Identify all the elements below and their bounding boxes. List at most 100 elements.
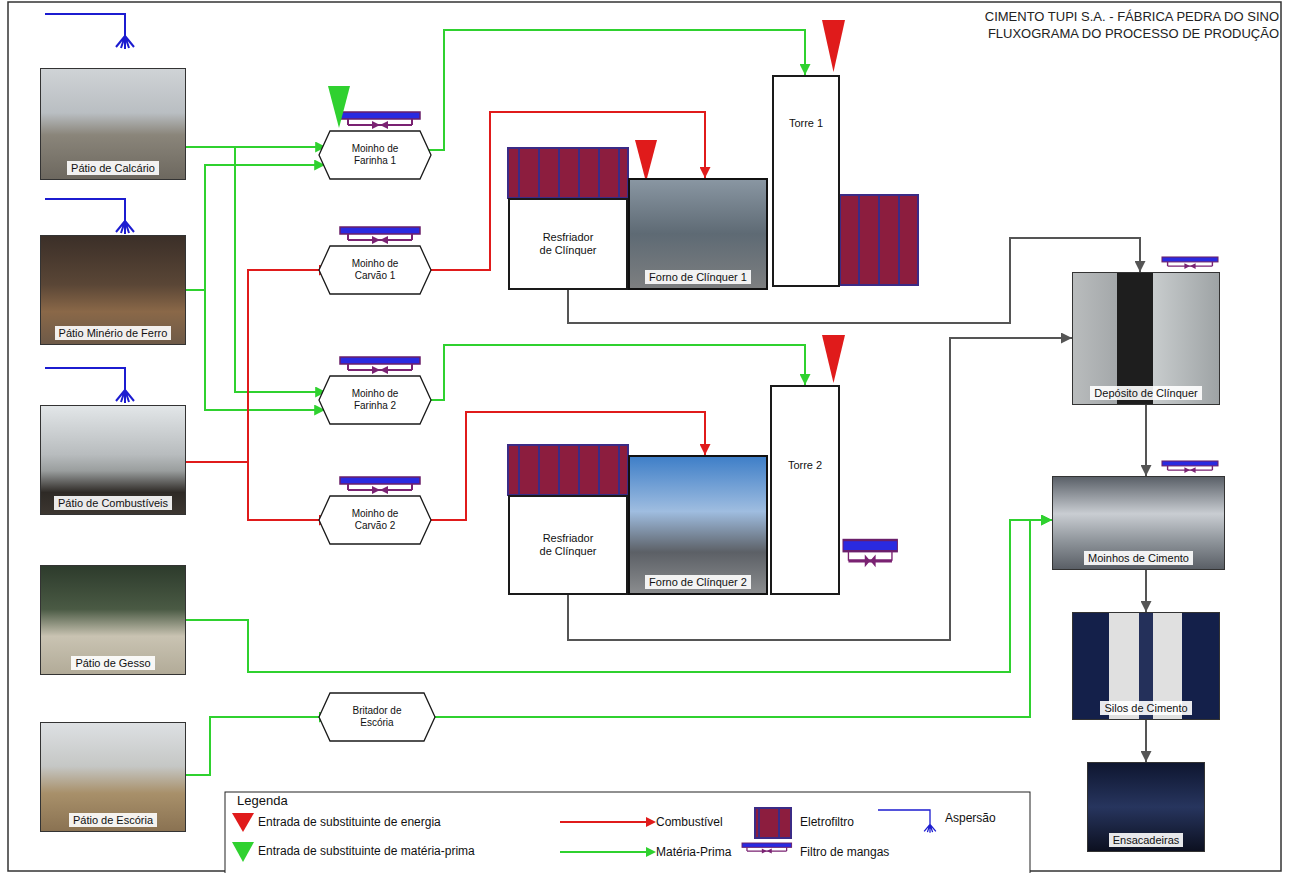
node-label: Moinho de Carvão 2	[337, 508, 413, 532]
legend-text: Eletrofiltro	[800, 815, 854, 829]
bag-filter-symbol	[340, 112, 420, 129]
label-holder: Britador de Escória	[339, 705, 415, 730]
clinker-store-photo: Depósito de Clínquer	[1072, 272, 1220, 405]
tower-box: Torre 1	[772, 75, 840, 287]
mill-hexagon: Moinho de Carvão 2	[318, 495, 432, 545]
bag-filter-symbol	[340, 357, 420, 374]
label-holder: Moinho de Farinha 2	[337, 388, 413, 413]
flow-connector	[1145, 570, 1147, 612]
label-holder: Torre 2	[772, 387, 838, 473]
bag-filter-symbol	[1162, 461, 1218, 473]
node-label: Britador de Escória	[339, 705, 415, 729]
node-label: Pátio de Escória	[69, 813, 157, 827]
label-holder: Pátio de Combustíveis	[41, 493, 185, 511]
legend-heading: Legenda	[237, 794, 288, 808]
node-label: Forno de Clínquer 1	[645, 270, 751, 284]
node-label: Moinho de Carvão 1	[337, 258, 413, 282]
node-label: Torre 2	[788, 459, 822, 472]
flow-connector	[186, 290, 325, 410]
legend-bag-filter	[742, 843, 792, 854]
yard-photo: Pátio de Calcário	[40, 68, 186, 180]
cement-mill-photo: Moinhos de Cimento	[1052, 476, 1225, 570]
label-holder: Resfriador de Clínquer	[537, 532, 599, 559]
bag-filter-symbol	[340, 477, 420, 494]
flow-connector	[186, 165, 325, 290]
kiln-photo: Forno de Clínquer 2	[628, 455, 768, 595]
hexagon-outline	[319, 376, 431, 424]
energy-input-triangle	[822, 335, 845, 383]
hexagon-outline	[319, 246, 431, 294]
node-label: Moinho de Farinha 2	[337, 388, 413, 412]
mill-hexagon: Moinho de Farinha 1	[318, 130, 432, 180]
node-label: Pátio de Combustíveis	[54, 496, 172, 510]
label-holder: Torre 1	[774, 77, 838, 131]
cooler-box: Resfriador de Clínquer	[508, 495, 628, 595]
sprinkler-symbol	[45, 368, 134, 403]
flow-connector	[568, 338, 1072, 640]
label-holder: Resfriador de Clínquer	[537, 231, 599, 258]
label-holder: Forno de Clínquer 2	[630, 572, 766, 590]
label-holder: Pátio de Escória	[41, 810, 185, 828]
label-holder: Moinhos de Cimento	[1053, 548, 1224, 566]
flow-connector	[422, 30, 805, 150]
legend-energy-triangle	[232, 813, 254, 832]
label-holder: Pátio de Calcário	[41, 158, 185, 176]
node-label: Torre 1	[789, 117, 823, 130]
legend-material-triangle	[232, 842, 254, 862]
page-frame	[8, 2, 1281, 871]
legend-text: Filtro de mangas	[800, 845, 889, 859]
bag-filter-symbol	[843, 540, 897, 567]
legend-fuel-arrowhead	[646, 817, 656, 827]
yard-photo: Pátio de Combustíveis	[40, 405, 186, 515]
node-label: Ensacadeiras	[1109, 833, 1184, 847]
flow-connector	[420, 345, 805, 400]
node-label: Pátio de Gesso	[71, 656, 154, 670]
label-holder: Forno de Clínquer 1	[630, 267, 766, 285]
label-holder: Pátio Minério de Ferro	[41, 323, 185, 341]
mill-hexagon: Moinho de Carvão 1	[318, 245, 432, 295]
legend-material-arrowhead	[646, 847, 656, 857]
legend-material-line	[560, 851, 646, 853]
node-label: Silos de Cimento	[1100, 701, 1191, 715]
legend-fuel-line	[560, 821, 646, 823]
flow-connector	[186, 270, 330, 462]
bag-filter-symbol	[340, 227, 420, 244]
electrofilter-symbol	[840, 195, 918, 285]
sprinkler-symbol	[45, 14, 134, 49]
yard-photo: Pátio de Escória	[40, 722, 186, 832]
label-holder: Moinho de Farinha 1	[337, 143, 413, 168]
hexagon-outline	[319, 496, 431, 544]
flow-connector	[186, 462, 330, 520]
tower-box: Torre 2	[770, 385, 840, 595]
legend-text: Matéria-Prima	[656, 845, 731, 859]
label-holder: Depósito de Clínquer	[1073, 383, 1219, 401]
node-label: Resfriador de Clínquer	[537, 532, 599, 558]
node-label: Forno de Clínquer 2	[645, 575, 751, 589]
legend-sprinkler	[878, 810, 936, 833]
bag-filter-symbol	[1162, 257, 1218, 269]
label-holder: Pátio de Gesso	[41, 653, 185, 671]
label-holder: Moinho de Carvão 2	[337, 508, 413, 533]
sprinkler-symbol	[45, 199, 134, 234]
legend-text: Combustível	[656, 815, 723, 829]
legend-text: Entrada de substituinte de matéria-prima	[258, 844, 475, 858]
diagram-title: CIMENTO TUPI S.A. - FÁBRICA PEDRA DO SIN…	[979, 8, 1279, 42]
legend-frame	[225, 792, 1030, 873]
hexagon-outline	[319, 131, 431, 179]
legend-text: Entrada de substituinte de energia	[258, 815, 441, 829]
hexagon-outline	[319, 693, 435, 741]
cooler-box: Resfriador de Clínquer	[508, 198, 628, 290]
node-label: Resfriador de Clínquer	[537, 231, 599, 257]
flow-connector	[1145, 720, 1147, 762]
energy-input-triangle	[635, 140, 657, 182]
flow-connector	[1145, 405, 1147, 476]
node-label: Depósito de Clínquer	[1090, 386, 1201, 400]
legend-text: Aspersão	[945, 811, 996, 825]
energy-input-triangle	[822, 20, 845, 72]
silo-photo: Silos de Cimento	[1072, 612, 1220, 720]
node-label: Moinhos de Cimento	[1084, 551, 1193, 565]
yard-photo: Pátio Minério de Ferro	[40, 235, 186, 345]
